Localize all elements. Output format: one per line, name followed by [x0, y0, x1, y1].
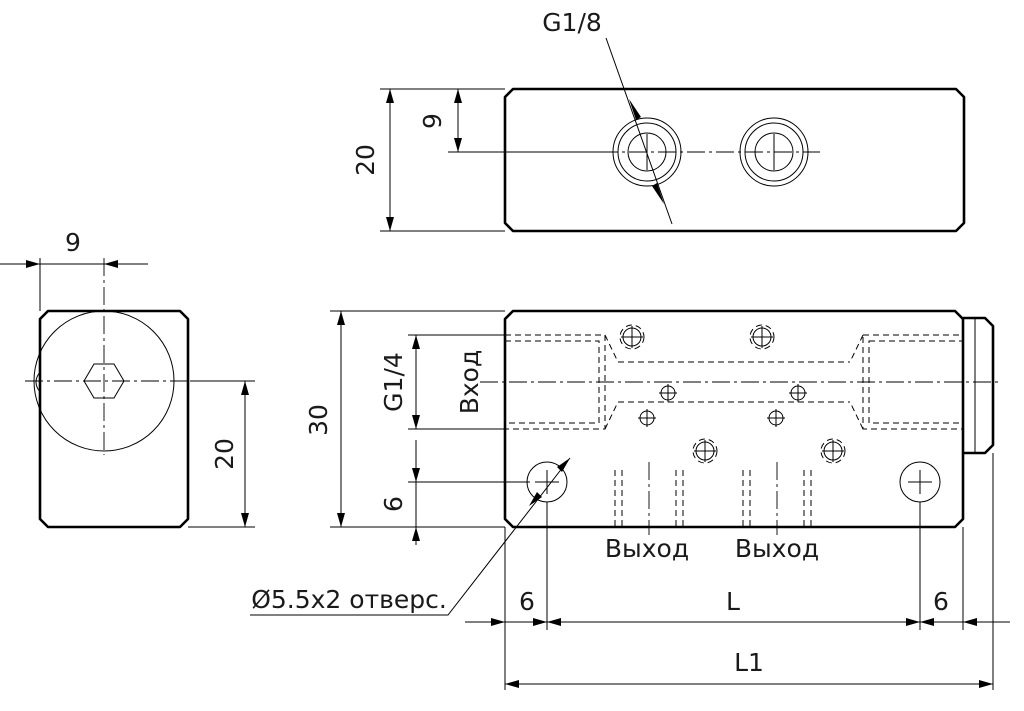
bottom-6-left-label: 6: [519, 587, 535, 616]
g18-leader: [605, 37, 673, 225]
top-dim-20-arrow-b: [386, 217, 394, 231]
small-hole-4: [789, 384, 807, 402]
front-dim-30-arrow-b: [337, 513, 345, 527]
front-dim-g14-arrow-b: [412, 415, 420, 429]
g18-label: G1/8: [542, 8, 602, 37]
top-view-outline: [503, 87, 966, 233]
outlet-bore-1: [614, 462, 684, 535]
bottom-L1-label: L1: [734, 648, 764, 677]
bottom-L-label: L: [726, 587, 740, 616]
small-hole-8: [820, 438, 846, 464]
front-dim-g14-arrow-a: [412, 335, 420, 349]
front-dim-30-arrow-a: [337, 311, 345, 325]
front-dim-6-arrow-a: [412, 468, 420, 482]
holes-arrow-b: [529, 492, 542, 506]
top-dim-9-label: 9: [418, 113, 447, 129]
side-nub: [35, 371, 41, 393]
top-dim-20-arrow-a: [386, 89, 394, 103]
top-dim-9-arrow-a: [454, 89, 462, 103]
side-view-outline: [38, 309, 190, 529]
inlet-label: Вход: [455, 350, 484, 415]
side-view: 9 20: [0, 228, 255, 529]
side-dim-20-arrow-b: [241, 513, 249, 527]
holes-label: Ø5.5x2 отверс.: [251, 585, 447, 614]
bottom-6r-arrow-b: [963, 618, 977, 626]
front-dim-g14-label: G1/4: [379, 352, 408, 412]
top-view: G1/8 9 20: [351, 8, 966, 233]
outlet-taper: [849, 334, 864, 430]
bottom-6-right-label: 6: [933, 587, 949, 616]
bottom-L1-arrow-a: [505, 680, 519, 688]
outlet-1-label: Выход: [605, 534, 689, 563]
small-hole-3: [659, 384, 677, 402]
small-hole-6: [767, 409, 785, 427]
small-hole-2: [749, 324, 775, 350]
bottom-6l-arrow-b: [533, 618, 547, 626]
top-dim-20-label: 20: [351, 144, 380, 176]
front-dim-6-arrow-b: [412, 527, 420, 541]
holes-arrow-a: [557, 458, 570, 472]
top-dim-9-arrow-b: [454, 138, 462, 152]
g18-arrow-1: [629, 99, 641, 120]
front-dim-30-label: 30: [304, 404, 333, 436]
side-dim-20-arrow-a: [241, 381, 249, 395]
mounting-hole-right: [899, 461, 941, 503]
bottom-6l-arrow-a: [491, 618, 505, 626]
front-dim-6-label: 6: [379, 496, 408, 512]
side-dim-9-arrow-b: [104, 260, 118, 268]
side-dim-9-label: 9: [65, 228, 81, 257]
bottom-L-arrow-b: [906, 618, 920, 626]
bottom-L-arrow-a: [547, 618, 561, 626]
small-hole-1: [619, 324, 645, 350]
bottom-L1-arrow-b: [979, 680, 993, 688]
inlet-taper: [604, 334, 619, 430]
bottom-6r-arrow-a: [920, 618, 934, 626]
side-dim-20-label: 20: [210, 438, 239, 470]
small-hole-5: [638, 409, 656, 427]
small-hole-7: [692, 438, 718, 464]
outlet-bore-2: [742, 462, 812, 535]
front-end-boss: [963, 316, 995, 455]
outlet-2-label: Выход: [735, 534, 819, 563]
holes-leader: [250, 457, 571, 616]
front-view-outline: [503, 309, 965, 529]
front-view: 30 G1/4 6 Вход Выход Выход Ø5.5x2 отверс…: [250, 309, 1010, 690]
side-dim-9-arrow-a: [26, 260, 40, 268]
g18-arrow-2: [652, 183, 664, 204]
